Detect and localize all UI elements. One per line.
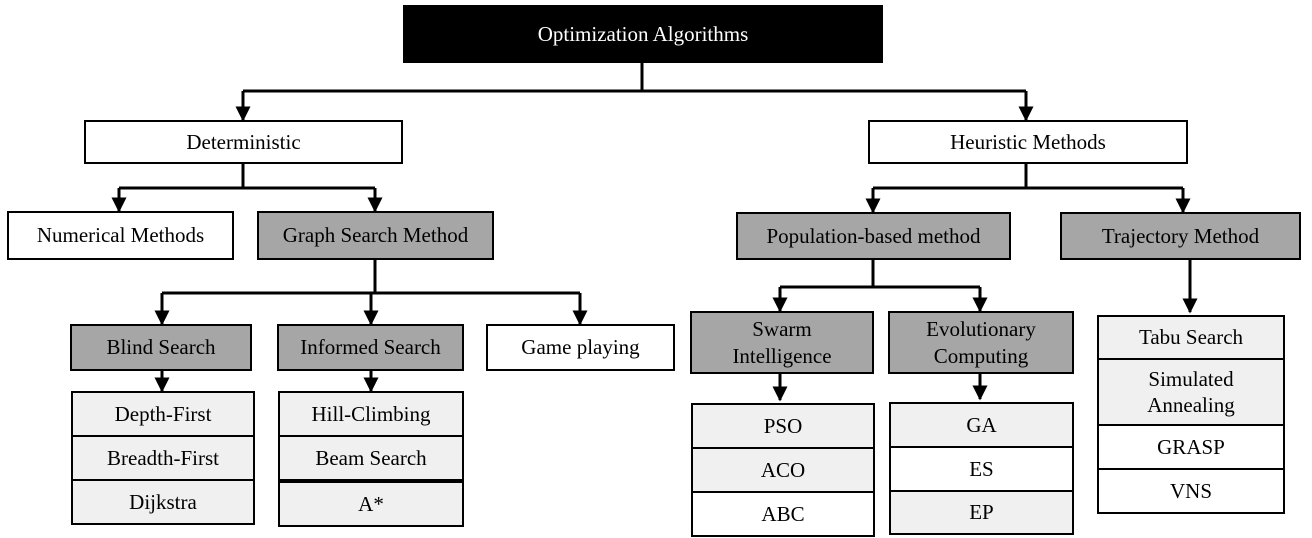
informed-leaf-beam-search: Beam Search <box>278 435 464 481</box>
evolutionary-leaf-es: ES <box>889 446 1074 492</box>
trajectory-method-node: Trajectory Method <box>1060 212 1301 260</box>
evolutionary-leaf-ga: GA <box>889 402 1074 448</box>
trajectory-leaf-grasp: GRASP <box>1097 424 1285 470</box>
connector-population-bus <box>780 260 980 289</box>
evolutionary-leaf-ep: EP <box>889 490 1074 535</box>
swarm-leaf-pso: PSO <box>691 403 875 449</box>
swarm-intelligence-node: Swarm Intelligence <box>690 311 874 374</box>
swarm-leaf-aco: ACO <box>691 447 875 493</box>
informed-search-node: Informed Search <box>277 324 464 371</box>
connector-deterministic-bus <box>119 164 375 190</box>
blind-leaf-depth-first: Depth-First <box>71 391 255 437</box>
connector-heuristic-bus <box>873 164 1183 190</box>
blind-leaf-breadth-first: Breadth-First <box>71 435 255 481</box>
evolutionary-computing-node: Evolutionary Computing <box>888 311 1074 374</box>
blind-leaf-dijkstra: Dijkstra <box>71 479 255 525</box>
connector-root-bus <box>243 63 1026 93</box>
swarm-leaf-abc: ABC <box>691 491 875 537</box>
informed-leaf-hill-climbing: Hill-Climbing <box>278 391 464 437</box>
trajectory-leaf-simulated-annealing: Simulated Annealing <box>1097 358 1285 426</box>
deterministic-node: Deterministic <box>84 120 403 164</box>
blind-search-node: Blind Search <box>70 324 252 371</box>
root-node: Optimization Algorithms <box>403 5 883 63</box>
heuristic-methods-node: Heuristic Methods <box>868 120 1188 164</box>
game-playing-node: Game playing <box>486 324 675 371</box>
population-based-method-node: Population-based method <box>736 212 1011 260</box>
connector-graph-bus <box>162 260 580 295</box>
graph-search-method-node: Graph Search Method <box>257 211 494 260</box>
numerical-methods-node: Numerical Methods <box>7 211 234 260</box>
trajectory-leaf-tabu-search: Tabu Search <box>1097 315 1285 360</box>
trajectory-leaf-vns: VNS <box>1097 468 1285 514</box>
informed-leaf-a-star: A* <box>278 481 464 527</box>
